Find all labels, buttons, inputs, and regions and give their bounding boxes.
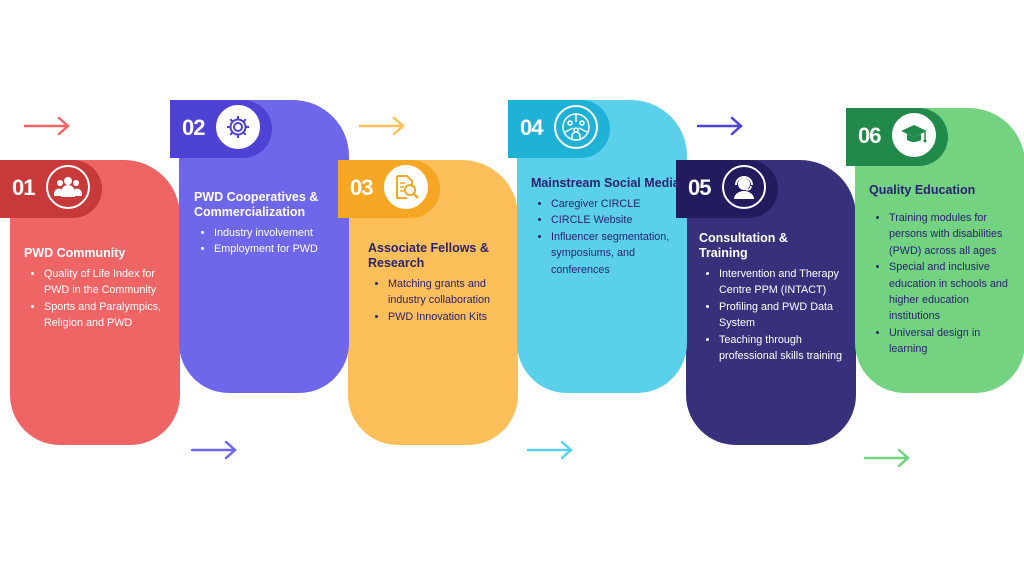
bullet-item: PWD Innovation Kits [388, 309, 518, 325]
step-number: 03 [350, 175, 374, 200]
step-title: Consultation & Training [699, 231, 788, 260]
bullet-item: Influencer segmentation, symposiums, and… [551, 229, 683, 278]
graduation-cap-icon [892, 113, 936, 157]
bullet-item: Profiling and PWD Data System [719, 299, 851, 332]
arrow-icon [359, 116, 405, 136]
step-number: 06 [858, 123, 882, 148]
bullet-item: Special and inclusive education in schoo… [889, 259, 1019, 325]
network-puzzle-icon [554, 105, 598, 149]
arrow-icon [24, 116, 70, 136]
step-content-06: Quality Education Training modules for p… [869, 183, 1019, 358]
step-tab-02: 02 [170, 100, 272, 158]
headset-support-icon [722, 165, 766, 209]
step-tab-03: 03 [338, 160, 440, 218]
step-tab-04: 04 [508, 100, 610, 158]
bullet-item: Universal design in learning [889, 325, 1019, 358]
arrow-icon [697, 116, 743, 136]
community-icon [46, 165, 90, 209]
step-title: Mainstream Social Media [531, 176, 680, 190]
arrow-icon [191, 440, 237, 460]
bullet-item: Caregiver CIRCLE [551, 196, 683, 212]
arrow-icon [527, 440, 573, 460]
step-number: 01 [12, 175, 36, 200]
step-title: Associate Fellows & Research [368, 241, 489, 270]
gear-icon [216, 105, 260, 149]
step-number: 05 [688, 175, 712, 200]
bullet-item: Quality of Life Index for PWD in the Com… [44, 266, 174, 299]
bullet-item: Industry involvement [214, 225, 346, 241]
step-tab-05: 05 [676, 160, 778, 218]
step-title: PWD Cooperatives & Commercialization [194, 190, 319, 219]
step-number: 04 [520, 115, 544, 140]
bullet-item: Matching grants and industry collaborati… [388, 276, 518, 309]
step-content-02: PWD Cooperatives & Commercialization Ind… [194, 190, 346, 258]
bullet-item: Training modules for persons with disabi… [889, 210, 1019, 259]
step-content-05: Consultation & Training Intervention and… [699, 231, 851, 364]
step-content-04: Mainstream Social Media Caregiver CIRCLE… [531, 176, 683, 278]
bullet-item: Teaching through professional skills tra… [719, 332, 851, 365]
bullet-item: Intervention and Therapy Centre PPM (INT… [719, 266, 851, 299]
step-number: 02 [182, 115, 206, 140]
step-tab-01: 01 [0, 160, 102, 218]
research-document-icon [384, 165, 428, 209]
step-tab-06: 06 [846, 108, 948, 166]
bullet-item: Sports and Paralympics, Religion and PWD [44, 299, 174, 332]
step-content-03: Associate Fellows & Research Matching gr… [368, 241, 518, 325]
step-title: PWD Community [24, 246, 126, 260]
arrow-icon [864, 448, 910, 468]
bullet-item: Employment for PWD [214, 241, 346, 257]
step-title: Quality Education [869, 183, 976, 197]
step-content-01: PWD Community Quality of Life Index for … [24, 246, 174, 332]
bullet-item: CIRCLE Website [551, 212, 683, 228]
